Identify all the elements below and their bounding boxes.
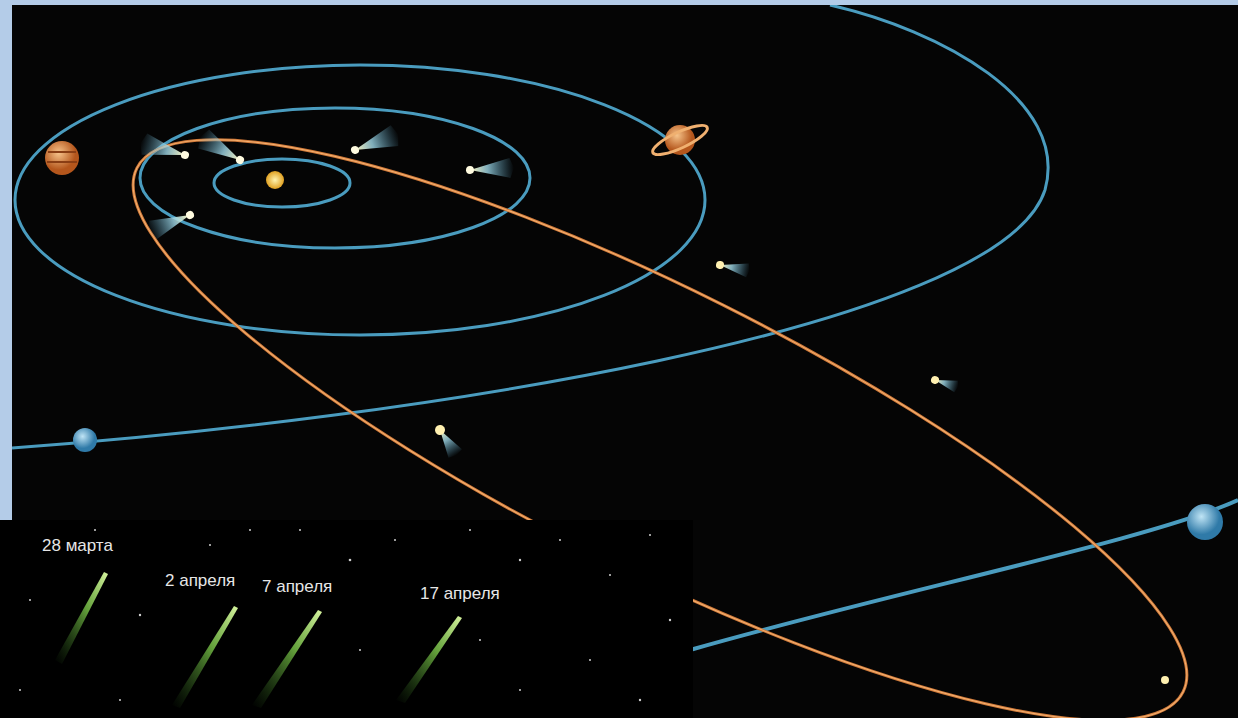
date-label: 2 апреля bbox=[165, 572, 235, 591]
photo-inset bbox=[0, 520, 693, 718]
planets bbox=[45, 120, 1223, 540]
sun bbox=[266, 171, 284, 189]
comet-streaks bbox=[55, 572, 462, 708]
date-label: 7 апреля bbox=[262, 578, 332, 597]
date-label: 17 апреля bbox=[420, 585, 500, 604]
date-label: 28 марта bbox=[42, 537, 113, 556]
